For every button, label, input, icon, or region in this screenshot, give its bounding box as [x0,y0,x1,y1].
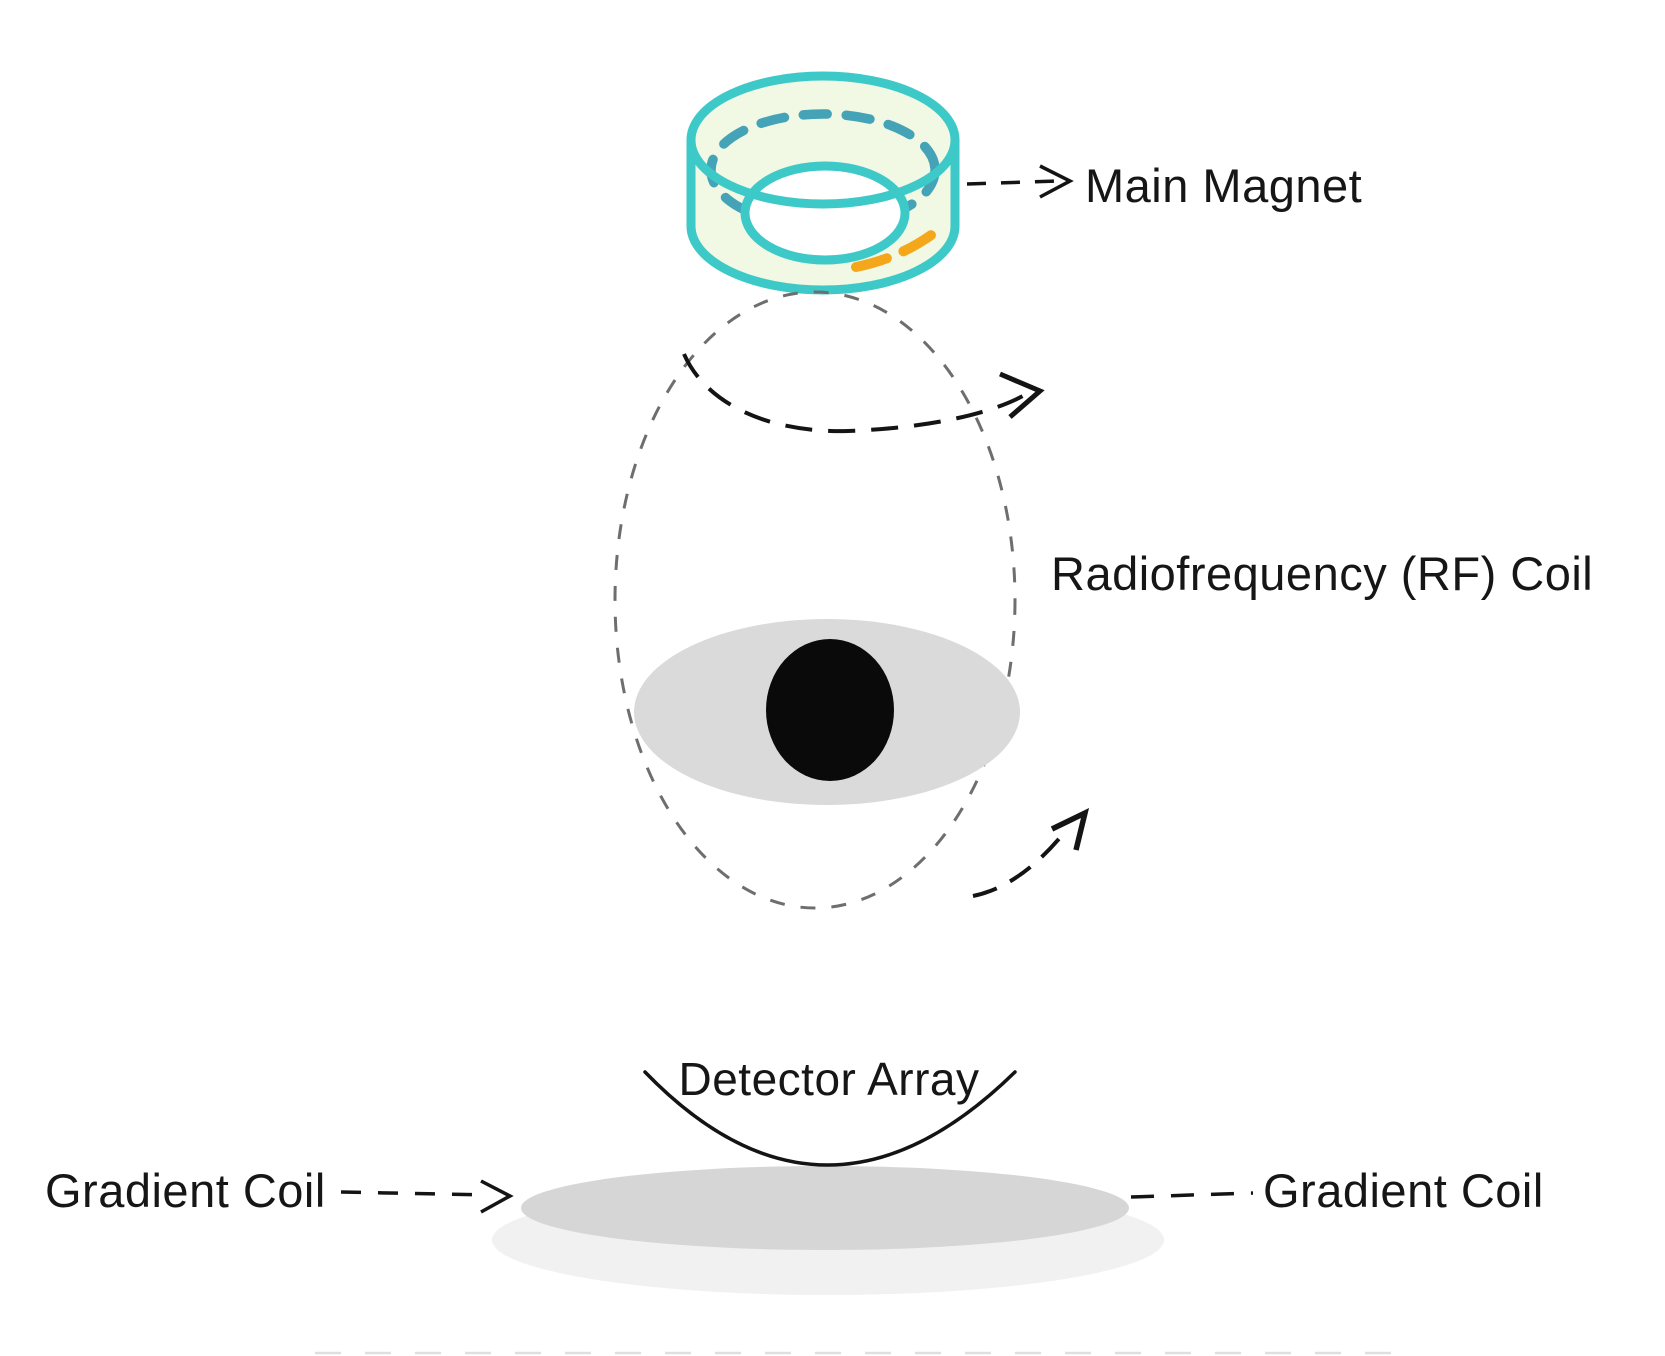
gradient-coil-left-arrowhead-icon [480,1179,514,1214]
rf-coil-label: Radiofrequency (RF) Coil [1051,547,1594,600]
main-magnet-torus [686,71,960,295]
gradient-coil-left-label: Gradient Coil [45,1164,326,1217]
magnet-bore [740,161,910,265]
magnet-rim-front [686,135,960,209]
rf-rotation-arrow-bottom [972,807,1090,898]
magnet-orange-dash [851,228,939,272]
gradient-coil-left-arrow [340,1179,514,1214]
gradient-coil-disc [492,1166,1164,1295]
rf-coil-ellipse [613,290,1017,910]
rf-rotation-arrowhead-top-icon [999,371,1045,419]
rf-rotation-arrow-bottom-line [972,826,1070,898]
main-magnet-label: Main Magnet [1085,159,1363,212]
gradient-coil-right-label: Gradient Coil [1263,1164,1544,1217]
main-magnet-arrow-line [966,179,1057,186]
rf-rotation-arrow-top-line [682,353,1030,434]
main-magnet-arrow [966,164,1074,199]
eye-pupil [766,639,894,781]
main-magnet-arrowhead-icon [1039,164,1074,199]
eye [634,619,1020,805]
rf-rotation-arrow-top [682,353,1045,434]
detector-array-label: Detector Array [678,1053,980,1105]
disc-top [521,1166,1129,1250]
rf-rotation-arrowhead-bottom-icon [1050,807,1090,851]
gradient-coil-right-connector [1130,1191,1254,1199]
detector-array-arc [643,1070,1017,1167]
gradient-coil-left-arrow-line [340,1190,489,1197]
